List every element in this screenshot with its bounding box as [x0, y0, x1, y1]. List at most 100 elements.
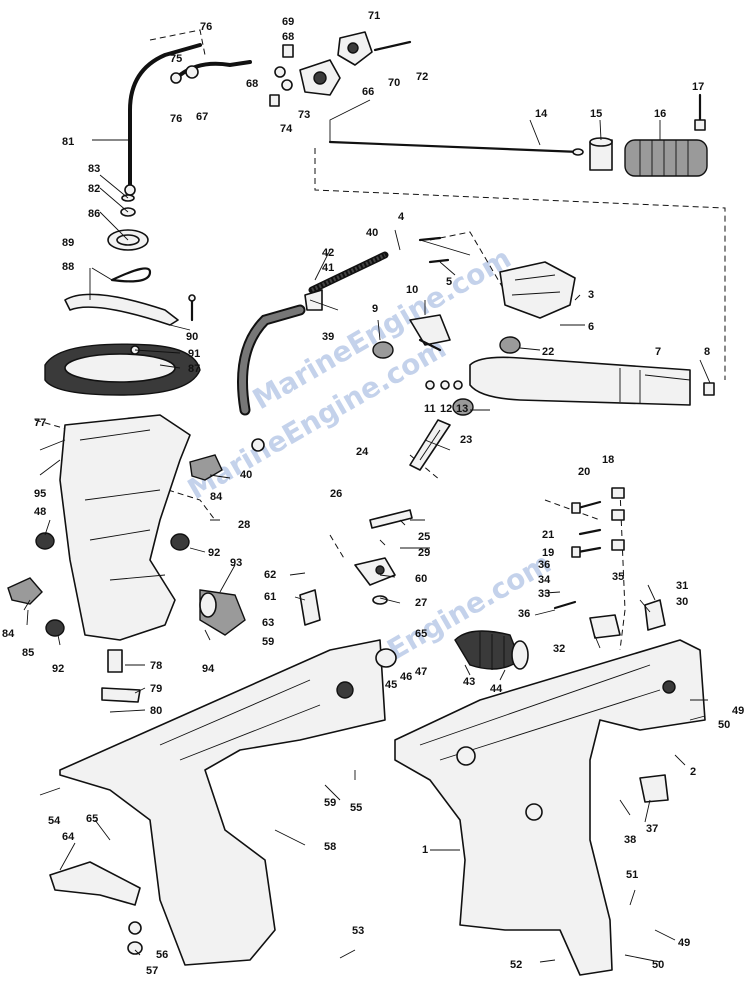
label-60: 60 [415, 573, 427, 585]
tiller-grip-16 [624, 139, 708, 177]
bolt-19 [571, 546, 602, 558]
label-65b: 65 [415, 628, 427, 640]
label-85: 85 [22, 647, 34, 659]
label-65: 65 [86, 813, 98, 825]
bolt-20 [571, 500, 602, 514]
label-8: 8 [704, 346, 710, 358]
gasket-87 [44, 343, 201, 396]
tiller-bracket-3 [499, 261, 576, 319]
label-68b: 68 [246, 78, 258, 90]
label-33: 33 [538, 588, 550, 600]
washers-11-13 [425, 380, 463, 390]
label-88: 88 [62, 261, 74, 273]
label-66: 66 [362, 86, 374, 98]
clamp-band-88 [64, 293, 179, 326]
label-49: 49 [732, 705, 744, 717]
label-28: 28 [238, 519, 250, 531]
label-61: 61 [264, 591, 276, 603]
label-78: 78 [150, 660, 162, 672]
label-20: 20 [578, 466, 590, 478]
label-92: 92 [208, 547, 220, 559]
tiller-shaft-14 [328, 140, 584, 156]
label-30: 30 [676, 596, 688, 608]
label-59: 59 [262, 636, 274, 648]
label-15: 15 [590, 108, 602, 120]
label-38: 38 [624, 834, 636, 846]
shift-bracket-32 [589, 614, 621, 639]
label-31: 31 [676, 580, 688, 592]
label-94: 94 [202, 663, 215, 675]
label-83: 83 [88, 163, 100, 175]
label-63: 63 [262, 617, 274, 629]
label-58: 58 [324, 841, 336, 853]
lower-cowl-1 [394, 639, 706, 976]
label-57: 57 [146, 965, 158, 977]
label-84b: 84 [2, 628, 15, 640]
label-22: 22 [542, 346, 554, 358]
label-29: 29 [418, 547, 430, 559]
bracket-84-left [7, 577, 43, 605]
grip-screw-17 [694, 93, 706, 131]
label-10: 10 [406, 284, 418, 296]
screw-90 [188, 294, 196, 322]
label-87: 87 [188, 363, 200, 375]
bolt-21 [578, 528, 602, 536]
label-46: 46 [400, 671, 412, 683]
label-40: 40 [366, 227, 378, 239]
label-37: 37 [646, 823, 658, 835]
label-1: 1 [422, 844, 428, 856]
label-68: 68 [282, 31, 294, 43]
bushing-22-upper [499, 336, 521, 354]
label-26: 26 [330, 488, 342, 500]
label-36b: 36 [538, 559, 550, 571]
label-81: 81 [62, 136, 74, 148]
label-49b: 49 [678, 937, 690, 949]
clamp-44 [511, 640, 529, 670]
label-53: 53 [352, 925, 364, 937]
bracket-31-30 [644, 599, 666, 631]
part-labels: 1 2 3 4 5 6 7 8 9 10 11 12 13 14 15 16 1… [2, 10, 744, 977]
nuts-18 [611, 487, 625, 551]
label-47: 47 [415, 666, 427, 678]
label-64: 64 [62, 831, 75, 843]
label-69: 69 [282, 16, 294, 28]
tiller-handle-7 [469, 356, 691, 406]
label-34: 34 [538, 574, 551, 586]
label-18: 18 [602, 454, 614, 466]
bracket-84-right [189, 454, 223, 481]
lever-23 [409, 419, 451, 471]
seal-ring-86 [107, 229, 149, 251]
bracket-41 [304, 289, 323, 311]
label-48: 48 [34, 506, 46, 518]
label-95: 95 [34, 488, 46, 500]
label-93: 93 [230, 557, 242, 569]
throttle-cam-66 [299, 59, 341, 96]
label-4: 4 [398, 211, 405, 223]
label-55: 55 [350, 802, 362, 814]
label-24: 24 [356, 446, 369, 458]
label-5: 5 [446, 276, 452, 288]
label-12: 12 [440, 403, 452, 415]
label-73: 73 [298, 109, 310, 121]
label-43: 43 [463, 676, 475, 688]
label-16: 16 [654, 108, 666, 120]
label-76b: 76 [170, 113, 182, 125]
bushing-65-upper [375, 648, 397, 668]
label-14: 14 [535, 108, 548, 120]
bushing-9 [372, 341, 394, 359]
label-42: 42 [322, 247, 334, 259]
plug-48 [35, 532, 55, 550]
leader-lines [23, 99, 711, 963]
pin-4-5 [418, 236, 450, 264]
label-54: 54 [48, 815, 61, 827]
label-84: 84 [210, 491, 223, 503]
label-72: 72 [416, 71, 428, 83]
label-19: 19 [542, 547, 554, 559]
washer-27 [372, 595, 388, 605]
label-23: 23 [460, 434, 472, 446]
link-61 [299, 589, 321, 626]
label-74: 74 [280, 123, 293, 135]
label-79: 79 [150, 683, 162, 695]
boot-43 [454, 630, 521, 670]
